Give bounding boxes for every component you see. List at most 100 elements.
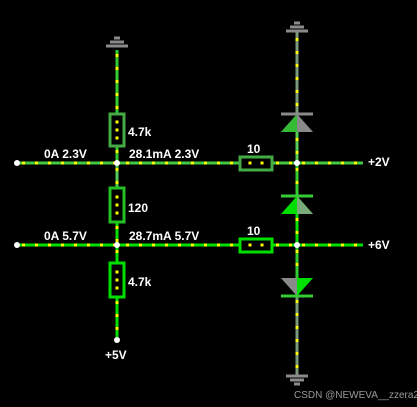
supply-label: +5V bbox=[105, 348, 127, 362]
current-dot bbox=[230, 243, 233, 247]
current-dot bbox=[302, 161, 305, 165]
current-dot bbox=[61, 243, 64, 247]
current-dot bbox=[115, 203, 119, 207]
current-dot bbox=[115, 327, 119, 330]
current-dot bbox=[295, 168, 299, 171]
current-dot bbox=[276, 161, 279, 165]
current-dot bbox=[295, 151, 299, 154]
current-dot bbox=[295, 64, 299, 67]
current-dot bbox=[115, 239, 119, 242]
current-dot bbox=[115, 54, 119, 57]
current-dot bbox=[100, 243, 103, 247]
resistor-upper-series-label: 10 bbox=[247, 142, 261, 156]
ground-symbol-right-top bbox=[286, 21, 308, 33]
rail-upper-right-readout: 28.1mA 2.3V bbox=[129, 147, 199, 161]
current-dot bbox=[295, 51, 299, 54]
diode-middle[interactable] bbox=[281, 194, 313, 214]
node-left-upper bbox=[114, 160, 120, 166]
current-dot bbox=[295, 38, 299, 41]
current-dot bbox=[295, 339, 299, 342]
current-dot bbox=[115, 278, 119, 282]
current-dot bbox=[315, 161, 318, 165]
current-dot bbox=[178, 161, 181, 165]
current-dot bbox=[217, 243, 220, 247]
current-dot bbox=[126, 243, 129, 247]
current-dot bbox=[295, 365, 299, 368]
current-dot bbox=[295, 313, 299, 316]
current-dot bbox=[74, 243, 77, 247]
current-dot bbox=[139, 243, 142, 247]
current-dot bbox=[115, 226, 119, 229]
current-dot bbox=[152, 161, 155, 165]
resistor-top-left-label: 4.7k bbox=[128, 125, 152, 139]
wires bbox=[17, 32, 363, 375]
current-dot bbox=[115, 150, 119, 153]
resistor-upper-series[interactable] bbox=[238, 155, 274, 172]
rail-lower-output-label: +6V bbox=[368, 238, 390, 252]
current-dot bbox=[295, 250, 299, 253]
current-dot bbox=[295, 326, 299, 329]
current-dot bbox=[191, 161, 194, 165]
resistor-lower-series-label: 10 bbox=[247, 224, 261, 238]
node-left-lower bbox=[114, 242, 120, 248]
current-dot bbox=[100, 161, 103, 165]
current-dot bbox=[341, 161, 344, 165]
current-dot bbox=[165, 161, 168, 165]
current-dot bbox=[22, 161, 25, 165]
current-dot bbox=[248, 243, 252, 247]
current-dot bbox=[295, 352, 299, 355]
current-dot bbox=[61, 161, 64, 165]
current-dot bbox=[139, 161, 142, 165]
current-dot bbox=[295, 90, 299, 93]
current-dot bbox=[315, 243, 318, 247]
current-dot bbox=[204, 161, 207, 165]
current-dot bbox=[295, 218, 299, 221]
current-dot bbox=[295, 181, 299, 184]
current-dot bbox=[126, 161, 129, 165]
watermark: CSDN @NEWEVA__zzera22 bbox=[294, 390, 417, 401]
current-dot bbox=[295, 300, 299, 303]
current-dot bbox=[354, 243, 357, 247]
current-dot bbox=[115, 136, 119, 140]
current-dot bbox=[87, 161, 90, 165]
current-dot bbox=[217, 161, 220, 165]
rail-lower-left-readout: 0A 5.7V bbox=[44, 229, 87, 243]
current-dot bbox=[115, 301, 119, 304]
current-dot bbox=[48, 161, 51, 165]
current-dot bbox=[191, 243, 194, 247]
diode-bottom[interactable] bbox=[281, 278, 313, 298]
current-dot bbox=[341, 243, 344, 247]
current-dot bbox=[289, 243, 292, 247]
current-dot bbox=[295, 103, 299, 106]
current-dot bbox=[328, 161, 331, 165]
terminal-lower-left[interactable] bbox=[14, 242, 20, 248]
terminal-supply[interactable] bbox=[114, 337, 120, 343]
current-dot bbox=[276, 243, 279, 247]
current-dot bbox=[48, 243, 51, 247]
current-dot bbox=[35, 243, 38, 247]
current-dot bbox=[248, 161, 252, 165]
current-dot bbox=[115, 314, 119, 317]
resistor-bottom-left-label: 4.7k bbox=[128, 275, 152, 289]
diode-top[interactable] bbox=[281, 112, 313, 132]
current-dot bbox=[295, 263, 299, 266]
current-dot bbox=[354, 161, 357, 165]
current-dot bbox=[295, 138, 299, 141]
current-dots bbox=[22, 38, 357, 368]
current-dot bbox=[260, 243, 264, 247]
current-dot bbox=[289, 161, 292, 165]
current-dot bbox=[74, 161, 77, 165]
current-dot bbox=[115, 93, 119, 96]
resistor-lower-series[interactable] bbox=[238, 237, 274, 254]
current-dot bbox=[115, 195, 119, 199]
terminal-upper-left[interactable] bbox=[14, 160, 20, 166]
current-dot bbox=[35, 161, 38, 165]
node-right-upper bbox=[294, 160, 300, 166]
current-dot bbox=[115, 80, 119, 83]
ground-symbol-right-bottom bbox=[286, 374, 308, 386]
current-dot bbox=[295, 77, 299, 80]
current-dot bbox=[115, 181, 119, 184]
current-dot bbox=[115, 211, 119, 215]
rail-lower-right-readout: 28.7mA 5.7V bbox=[129, 229, 199, 243]
